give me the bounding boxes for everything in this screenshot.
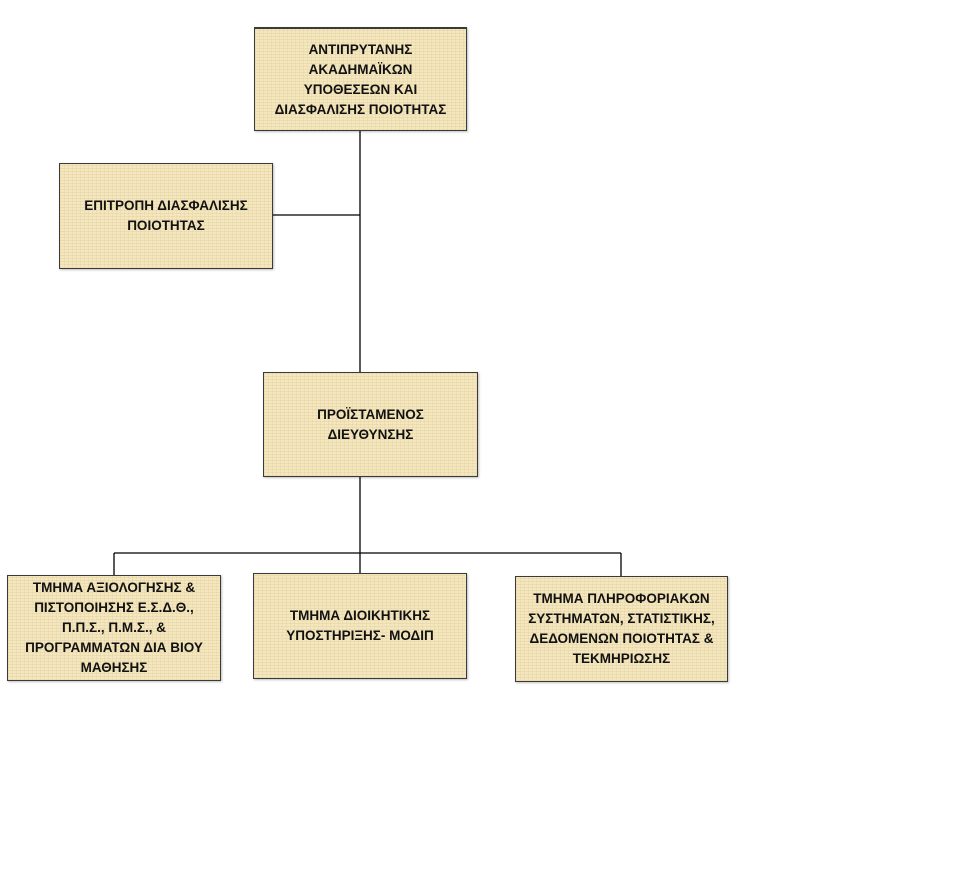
department-admin-support-label: ΤΜΗΜΑ ΔΙΟΙΚΗΤΙΚΗΣ ΥΠΟΣΤΗΡΙΞΗΣ- ΜΟΔΙΠ xyxy=(286,608,434,643)
department-evaluation-label: ΤΜΗΜΑ ΑΞΙΟΛΟΓΗΣΗΣ & ΠΙΣΤΟΠΟΙΗΣΗΣ Ε.Σ.Δ.Θ… xyxy=(25,580,203,675)
quality-committee-box: ΕΠΙΤΡΟΠΗ ΔΙΑΣΦΑΛΙΣΗΣ ΠΟΙΟΤΗΤΑΣ xyxy=(59,163,273,269)
department-evaluation-box: ΤΜΗΜΑ ΑΞΙΟΛΟΓΗΣΗΣ & ΠΙΣΤΟΠΟΙΗΣΗΣ Ε.Σ.Δ.Θ… xyxy=(7,575,221,681)
director-box: ΠΡΟΪΣΤΑΜΕΝΟΣ ΔΙΕΥΘΥΝΣΗΣ xyxy=(263,372,478,477)
director-label: ΠΡΟΪΣΤΑΜΕΝΟΣ ΔΙΕΥΘΥΝΣΗΣ xyxy=(317,406,424,442)
vice-rector-label: ΑΝΤΙΠΡΥΤΑΝΗΣ ΑΚΑΔΗΜΑΪΚΩΝ ΥΠΟΘΕΣΕΩΝ ΚΑΙ Δ… xyxy=(274,41,447,117)
quality-committee-label: ΕΠΙΤΡΟΠΗ ΔΙΑΣΦΑΛΙΣΗΣ ΠΟΙΟΤΗΤΑΣ xyxy=(84,198,248,233)
department-information-systems-label: ΤΜΗΜΑ ΠΛΗΡΟΦΟΡΙΑΚΩΝ ΣΥΣΤΗΜΑΤΩΝ, ΣΤΑΤΙΣΤΙ… xyxy=(528,591,715,666)
department-admin-support-box: ΤΜΗΜΑ ΔΙΟΙΚΗΤΙΚΗΣ ΥΠΟΣΤΗΡΙΞΗΣ- ΜΟΔΙΠ xyxy=(253,573,467,679)
department-information-systems-box: ΤΜΗΜΑ ΠΛΗΡΟΦΟΡΙΑΚΩΝ ΣΥΣΤΗΜΑΤΩΝ, ΣΤΑΤΙΣΤΙ… xyxy=(515,576,728,682)
vice-rector-box: ΑΝΤΙΠΡΥΤΑΝΗΣ ΑΚΑΔΗΜΑΪΚΩΝ ΥΠΟΘΕΣΕΩΝ ΚΑΙ Δ… xyxy=(254,27,467,131)
